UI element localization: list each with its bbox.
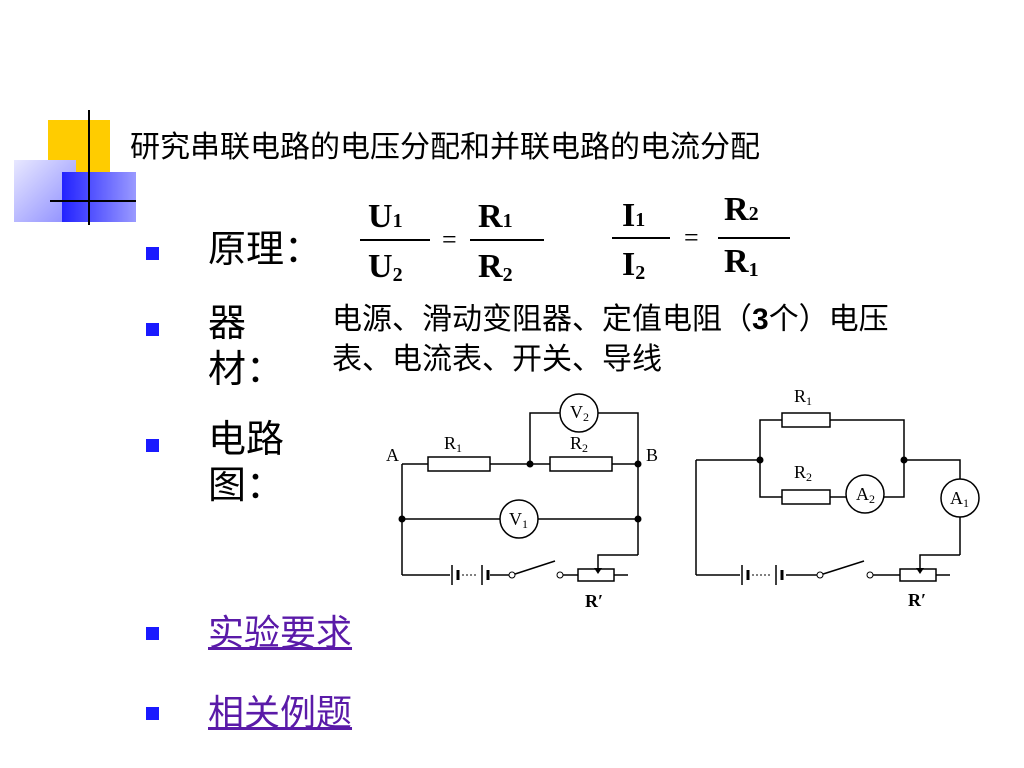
switch-contact <box>556 571 564 579</box>
f2-numerator: I1 <box>622 197 645 234</box>
r2-resistor <box>549 456 613 472</box>
circuit-label: 电路 图： <box>208 416 284 508</box>
related-examples-link[interactable]: 相关例题 <box>208 693 353 734</box>
r1-resistor <box>427 456 491 472</box>
f2-r-numerator: R2 <box>724 191 759 228</box>
equipment-label-line2: 材： <box>208 347 285 391</box>
f1-r-denominator: R2 <box>478 248 513 286</box>
f1-equals: = <box>442 225 457 254</box>
equipment-text: 电源、滑动变阻器、定值电阻（3个）电压表、电流表、开关、导线 <box>332 300 942 380</box>
battery-icon <box>451 565 490 585</box>
switch-contact <box>508 571 516 579</box>
equipment-text-part2: 个）电压表、电流表、开关、导线 <box>332 302 889 377</box>
equipment-label-line1: 器 <box>208 301 247 345</box>
f1-numerator: U1 <box>368 198 403 235</box>
r1-label: R1 <box>444 433 462 455</box>
ammeter-a2 <box>845 474 885 514</box>
series-circuit-diagram: A B R1 R2 V2 V1 R′ <box>386 393 658 611</box>
bullet-principle <box>146 247 159 260</box>
circuit-label-line1: 电路 <box>208 417 285 461</box>
a1-label: A1 <box>950 488 969 510</box>
ammeter-a1 <box>940 478 980 518</box>
parallel-circuit-diagram: R1 R2 A2 A1 R′ <box>695 386 980 610</box>
f1-r-numerator: R1 <box>478 198 513 235</box>
r2-label: R2 <box>570 433 588 455</box>
rheostat-slider-icon <box>916 568 924 574</box>
equipment-label: 器 材： <box>208 300 284 392</box>
r2-resistor <box>781 489 831 505</box>
slide-title: 研究串联电路的电压分配和并联电路的电流分配 <box>130 130 760 165</box>
voltmeter-v1 <box>499 499 539 539</box>
node-b-label: B <box>646 445 658 465</box>
deco-blue-square <box>62 172 136 222</box>
battery-icon <box>741 565 784 585</box>
deco-horizontal-line <box>50 200 136 202</box>
voltmeter-v2 <box>559 393 599 433</box>
switch-contact <box>816 571 824 579</box>
rheostat-slider-icon <box>594 568 602 574</box>
switch-contact <box>866 571 874 579</box>
node-a-label: A <box>386 445 399 465</box>
v2-label: V2 <box>570 402 589 424</box>
r1-resistor <box>781 412 831 428</box>
a2-label: A2 <box>856 484 875 506</box>
f1-denominator: U2 <box>368 248 403 286</box>
circuit-label-line2: 图： <box>208 463 285 507</box>
equipment-count: 3 <box>752 303 769 336</box>
bullet-circuit <box>146 439 159 452</box>
rheostat-label: R′ <box>585 591 603 611</box>
equipment-text-part1: 电源、滑动变阻器、定值电阻（ <box>332 302 752 337</box>
principle-formulas: U1 U2 R1 R2 I1 I2 R2 R1 = = <box>360 191 790 286</box>
r1-label: R1 <box>794 386 812 408</box>
bullet-requirements <box>146 627 159 640</box>
bullet-examples <box>146 707 159 720</box>
f2-equals: = <box>684 223 699 252</box>
f2-r-denominator: R1 <box>724 243 759 281</box>
f2-denominator: I2 <box>622 246 645 284</box>
deco-vertical-line <box>88 110 90 225</box>
experiment-requirements-link[interactable]: 实验要求 <box>208 613 353 654</box>
principle-label: 原理： <box>208 227 323 271</box>
bullet-equipment <box>146 323 159 336</box>
r2-label: R2 <box>794 462 812 484</box>
rheostat-label: R′ <box>908 590 926 610</box>
v1-label: V1 <box>509 509 528 531</box>
